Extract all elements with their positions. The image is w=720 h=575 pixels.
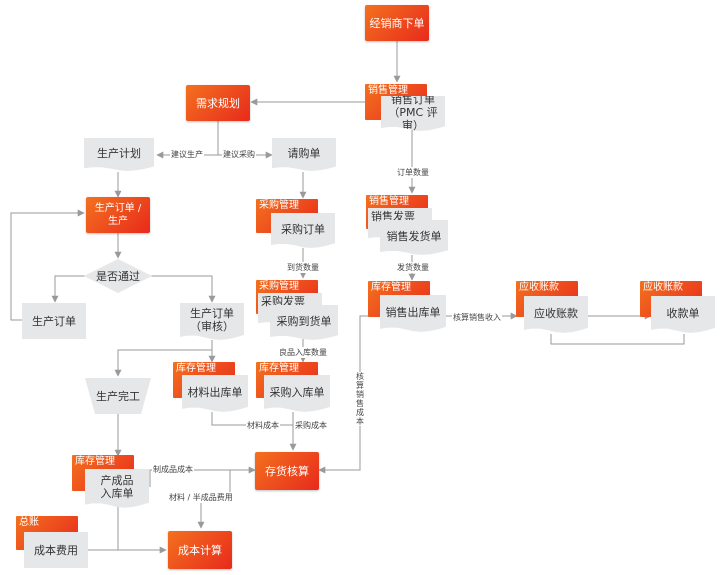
label-ship-qty: 发货数量 [396, 262, 430, 273]
node-production-order-rejected: 生产订单 [22, 303, 86, 339]
label-good-inbound-qty: 良品入库数量 [278, 347, 328, 358]
label-material-cost: 材料成本 [246, 420, 280, 431]
label-finished-cost: 制成品成本 [152, 464, 194, 475]
doc-purchase-arrival: 采购到货单 [270, 305, 338, 340]
doc-sales-outbound: 销售出库单 [380, 295, 446, 332]
label-material-semi-cost: 材料 / 半成品费用 [168, 492, 234, 503]
doc-sales-order: 销售订单 （PMC 评审） [381, 96, 445, 131]
doc-ar: 应收账款 [524, 296, 588, 333]
label-purchase-cost: 采购成本 [294, 420, 328, 431]
doc-purchase-inbound: 采购入库单 [264, 375, 330, 412]
node-cost-calculation: 成本计算 [168, 531, 232, 569]
node-production-complete: 生产完工 [96, 389, 140, 403]
node-production-order: 生产订单 / 生产 [86, 197, 150, 233]
node-inventory-accounting: 存货核算 [255, 452, 319, 490]
edge-loop-back [10, 209, 85, 321]
production-complete-shape [85, 378, 151, 414]
node-demand-plan: 需求规划 [186, 85, 250, 121]
decision-label: 是否通过 [96, 269, 140, 283]
label-suggest-purchase: 建议采购 [222, 149, 256, 160]
edge-decision-no [51, 275, 85, 303]
edge-receipt-loop [550, 334, 685, 345]
doc-production-plan: 生产计划 [84, 138, 154, 171]
node-cost-expense: 成本费用 [24, 532, 88, 568]
doc-purchase-order: 采购订单 [271, 213, 335, 248]
doc-finished-inbound: 产成品 入库单 [85, 469, 149, 508]
doc-material-outbound: 材料出库单 [182, 375, 248, 412]
doc-sales-delivery: 销售发货单 [380, 220, 448, 255]
label-order-qty: 订单数量 [396, 167, 430, 178]
doc-production-order-review: 生产订单 （审核） [180, 303, 244, 340]
edge-finished-inv [149, 466, 256, 487]
decision-diamond [84, 259, 152, 293]
node-dealer-order: 经销商下单 [365, 5, 429, 41]
label-ar-recognize: 核算销售收入 [452, 312, 502, 323]
label-suggest-production: 建议生产 [170, 149, 204, 160]
doc-requisition: 请购单 [272, 138, 336, 171]
label-arrival-qty: 到货数量 [286, 262, 320, 273]
edge-decision-yes [151, 275, 216, 303]
doc-receipt: 收款单 [651, 296, 715, 333]
label-sales-cost: 核算销售成本 [355, 372, 365, 426]
